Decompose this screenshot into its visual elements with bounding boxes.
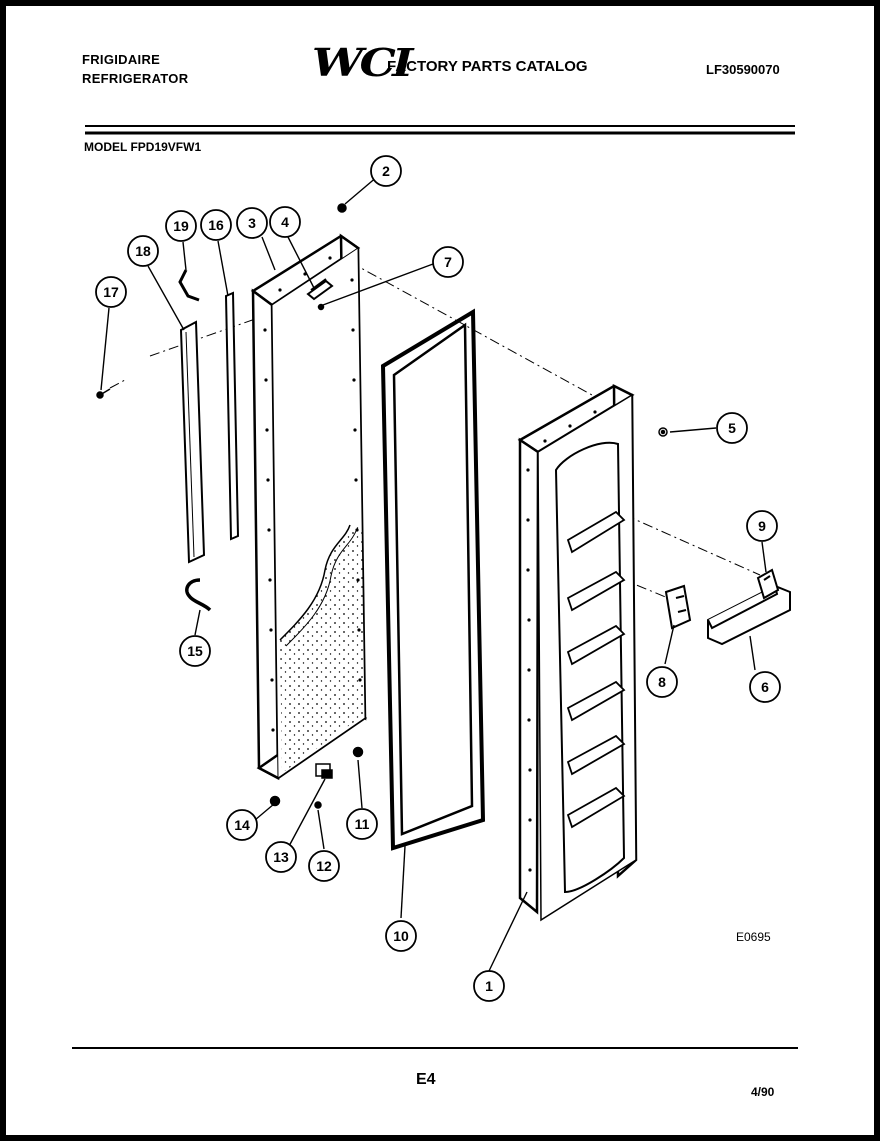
alignment-lines — [109, 261, 761, 599]
product-type: REFRIGERATOR — [82, 71, 189, 86]
hinge-clip — [185, 578, 212, 612]
callout-label: 2 — [382, 163, 390, 179]
callout-label: 15 — [187, 643, 203, 659]
callout-label: 3 — [248, 215, 256, 231]
figure-code: E0695 — [736, 930, 771, 944]
callout-label: 6 — [761, 679, 769, 695]
callout-9: 9 — [746, 510, 778, 542]
callout-label: 13 — [273, 849, 289, 865]
callout-3: 3 — [236, 207, 268, 239]
callout-label: 7 — [444, 254, 452, 270]
callout-label: 12 — [316, 858, 332, 874]
callout-16: 16 — [200, 209, 232, 241]
callout-17: 17 — [95, 276, 127, 308]
door-bin — [707, 584, 791, 646]
callout-label: 18 — [135, 243, 151, 259]
callout-label: 8 — [658, 674, 666, 690]
callout-label: 16 — [208, 217, 224, 233]
callout-label: 17 — [103, 284, 119, 300]
callout-1: 1 — [473, 970, 505, 1002]
callout-label: 10 — [393, 928, 409, 944]
callout-10: 10 — [385, 920, 417, 952]
callout-8: 8 — [646, 666, 678, 698]
callout-label: 4 — [281, 214, 289, 230]
bin-support — [756, 568, 780, 600]
callout-11: 11 — [346, 808, 378, 840]
page-number: E4 — [416, 1071, 436, 1088]
small-hardware — [96, 203, 668, 809]
hinge-bracket — [664, 584, 692, 630]
callout-label: 5 — [728, 420, 736, 436]
revision-date: 4/90 — [751, 1085, 775, 1099]
leader-lines — [100, 175, 767, 972]
catalog-title: FACTORY PARTS CATALOG — [387, 58, 588, 75]
callout-14: 14 — [226, 809, 258, 841]
callout-13: 13 — [265, 841, 297, 873]
trim-clip — [178, 269, 200, 302]
callout-18: 18 — [127, 235, 159, 267]
callout-label: 1 — [485, 978, 493, 994]
callout-label: 19 — [173, 218, 189, 234]
callout-label: 14 — [234, 817, 250, 833]
callout-label: 9 — [758, 518, 766, 534]
callout-5: 5 — [716, 412, 748, 444]
brand-name: FRIGIDAIRE — [82, 52, 161, 67]
document-number: LF30590070 — [706, 62, 780, 77]
door-panel — [250, 233, 368, 781]
trim-strip — [224, 291, 240, 541]
door-liner — [517, 383, 638, 922]
catalog-sheet — [6, 6, 874, 1135]
callout-label: 11 — [355, 816, 370, 832]
callout-2: 2 — [370, 155, 402, 187]
model-number: MODEL FPD19VFW1 — [84, 140, 202, 154]
callout-19: 19 — [165, 210, 197, 242]
callout-15: 15 — [179, 635, 211, 667]
door-gasket — [380, 308, 486, 851]
vertical-trim — [179, 320, 206, 564]
callout-12: 12 — [308, 850, 340, 882]
callout-4: 4 — [269, 206, 301, 238]
header-rule — [85, 125, 795, 135]
wci-logo: WCI — [311, 40, 414, 85]
callout-7: 7 — [432, 246, 464, 278]
callout-6: 6 — [749, 671, 781, 703]
